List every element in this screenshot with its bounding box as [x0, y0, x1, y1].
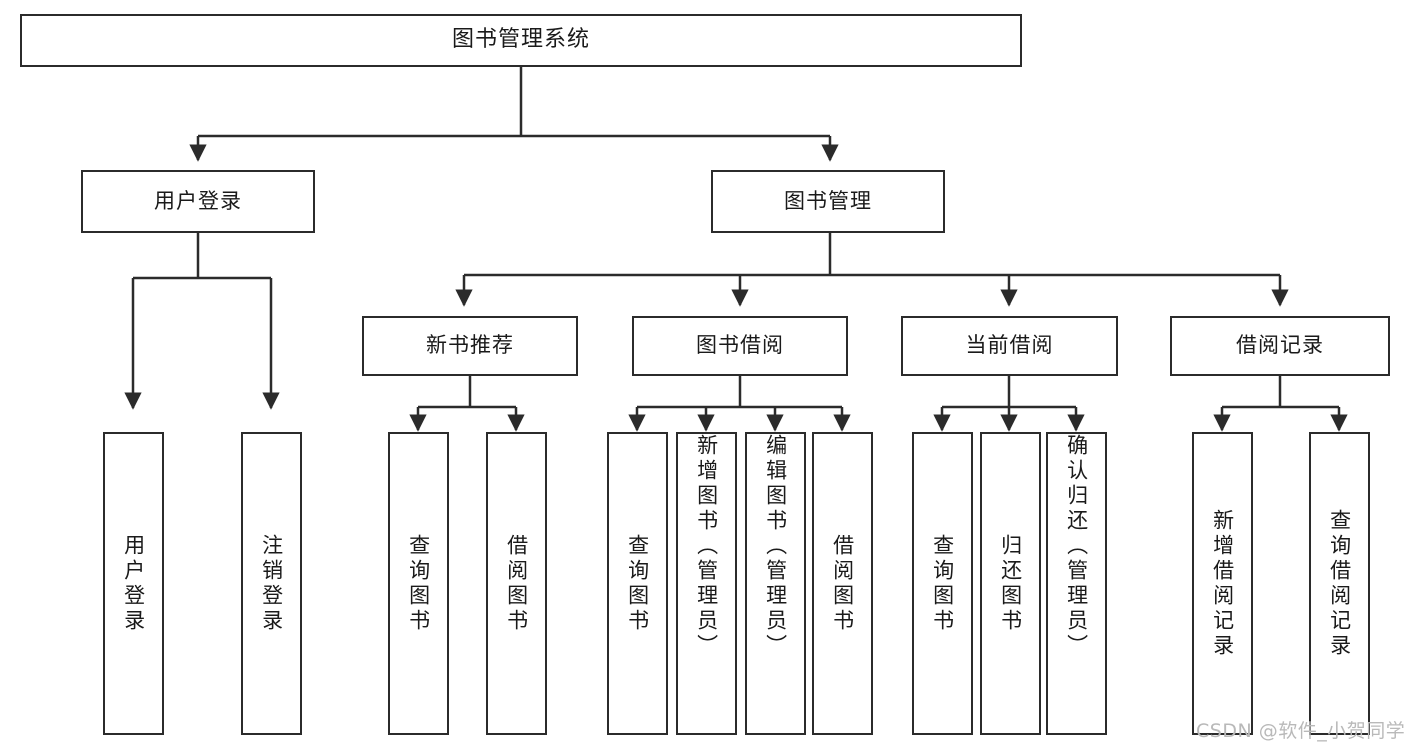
node-borrow-record-label: 借阅记录 — [1236, 333, 1324, 358]
node-borrow-record[interactable]: 借阅记录 — [1170, 316, 1390, 376]
node-leaf-query-record-label: 查询借阅记录 — [1327, 508, 1352, 659]
csdn-watermark: CSDN @软件_小贺同学 — [1196, 720, 1405, 742]
node-new-book-recommend-label: 新书推荐 — [426, 333, 514, 358]
node-leaf-add-record[interactable]: 新增借阅记录 — [1192, 432, 1253, 735]
node-leaf-confirm-return[interactable]: 确认归还（管理员） — [1046, 432, 1107, 735]
node-leaf-borrow-book-2[interactable]: 借阅图书 — [812, 432, 873, 735]
node-book-manage-label: 图书管理 — [784, 188, 872, 213]
node-leaf-query-book-2-label: 查询图书 — [625, 533, 650, 634]
node-book-borrow-label: 图书借阅 — [696, 333, 784, 358]
node-leaf-edit-book-label: 编辑图书（管理员） — [763, 434, 788, 659]
node-current-borrow-label: 当前借阅 — [965, 333, 1054, 358]
node-user-login[interactable]: 用户登录 — [81, 170, 315, 233]
node-leaf-add-book-label: 新增图书（管理员） — [694, 434, 719, 659]
node-leaf-user-login[interactable]: 用户登录 — [103, 432, 164, 735]
node-leaf-borrow-book-1[interactable]: 借阅图书 — [486, 432, 547, 735]
node-leaf-edit-book[interactable]: 编辑图书（管理员） — [745, 432, 806, 735]
node-leaf-user-logout-label: 注销登录 — [259, 533, 284, 634]
node-book-borrow[interactable]: 图书借阅 — [632, 316, 848, 376]
node-leaf-query-record[interactable]: 查询借阅记录 — [1309, 432, 1370, 735]
node-leaf-user-login-label: 用户登录 — [121, 533, 146, 634]
node-user-login-label: 用户登录 — [154, 188, 242, 213]
node-leaf-query-book-2[interactable]: 查询图书 — [607, 432, 668, 735]
node-leaf-add-record-label: 新增借阅记录 — [1210, 508, 1235, 659]
node-root-label: 图书管理系统 — [451, 27, 590, 53]
node-leaf-query-book-3-label: 查询图书 — [930, 533, 955, 634]
node-root[interactable]: 图书管理系统 — [20, 14, 1022, 67]
node-current-borrow[interactable]: 当前借阅 — [901, 316, 1118, 376]
node-book-manage[interactable]: 图书管理 — [711, 170, 945, 233]
node-leaf-return-book[interactable]: 归还图书 — [980, 432, 1041, 735]
node-leaf-query-book-3[interactable]: 查询图书 — [912, 432, 973, 735]
node-leaf-borrow-book-2-label: 借阅图书 — [830, 533, 855, 634]
node-new-book-recommend[interactable]: 新书推荐 — [362, 316, 578, 376]
node-leaf-return-book-label: 归还图书 — [998, 533, 1023, 634]
node-leaf-query-book-1[interactable]: 查询图书 — [388, 432, 449, 735]
node-leaf-borrow-book-1-label: 借阅图书 — [504, 533, 529, 634]
node-leaf-user-logout[interactable]: 注销登录 — [241, 432, 302, 735]
node-leaf-query-book-1-label: 查询图书 — [406, 533, 431, 634]
node-leaf-add-book[interactable]: 新增图书（管理员） — [676, 432, 737, 735]
node-leaf-confirm-return-label: 确认归还（管理员） — [1064, 434, 1089, 659]
